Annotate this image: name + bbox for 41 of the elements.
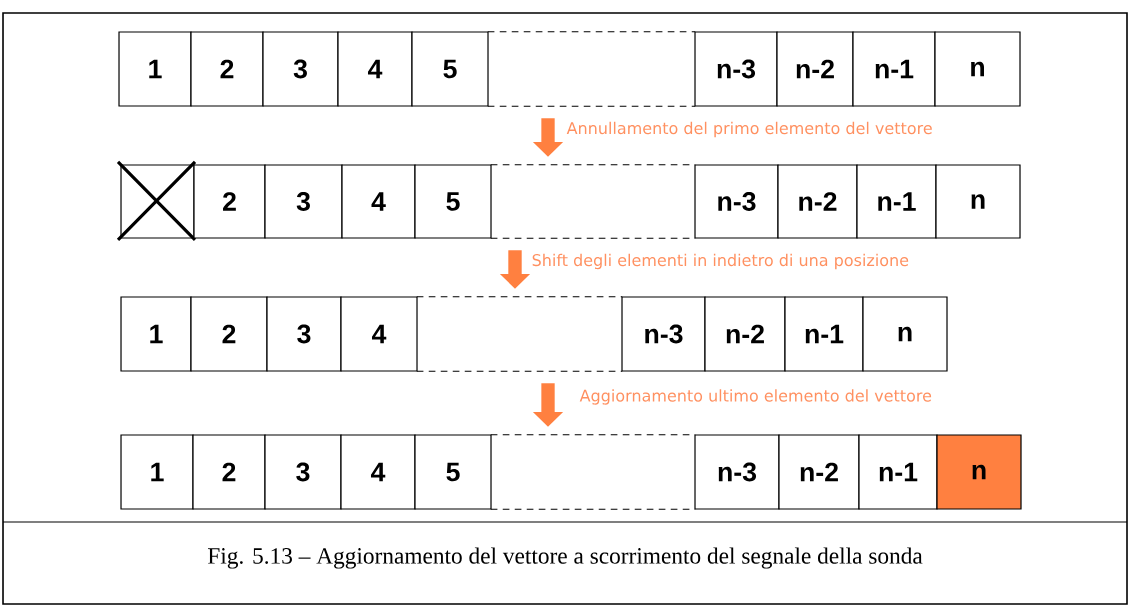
- array-cell: 4: [341, 164, 416, 239]
- array-cell: n-1: [852, 31, 936, 107]
- array-cell: n: [935, 164, 1021, 239]
- array-cell: n: [862, 296, 948, 372]
- array-cell: 5: [414, 164, 492, 239]
- array-cell: n-3: [694, 164, 779, 239]
- array-cell: 2: [190, 296, 268, 372]
- array-cell: 2: [190, 31, 264, 107]
- crossed-out-cell: [116, 160, 197, 242]
- array-cell: n-1: [784, 296, 864, 372]
- edge-label: Shift degli elementi in indietro di una posizione: [532, 253, 909, 270]
- array-cell: 3: [264, 434, 342, 510]
- array-cell: n-3: [694, 31, 778, 107]
- array-cell: n-3: [621, 296, 706, 372]
- array-cell: n-1: [856, 164, 937, 239]
- array-cell: 3: [264, 164, 343, 239]
- dashed-gap: [490, 434, 696, 510]
- array-cell: n: [936, 434, 1022, 510]
- figure-caption: Fig. 5.13 – Aggiornamento del vettore a scorrimento del segnale della sonda: [208, 547, 923, 569]
- array-cell: n: [934, 31, 1021, 107]
- array-cell: 2: [192, 434, 266, 510]
- array-cell: 1: [118, 31, 192, 107]
- array-cell: 2: [193, 164, 266, 239]
- array-cell: 4: [340, 296, 418, 372]
- array-cell: n-2: [776, 31, 854, 107]
- array-cell: 3: [262, 31, 339, 107]
- array-cell: 4: [340, 434, 416, 510]
- array-cell: 5: [414, 434, 492, 510]
- array-cell: n-2: [704, 296, 786, 372]
- edge-label: Aggiornamento ultimo elemento del vettore: [579, 389, 932, 405]
- array-cell: n-2: [778, 434, 860, 510]
- dashed-gap: [490, 164, 696, 239]
- array-cell: n-3: [694, 434, 780, 510]
- array-cell: 4: [337, 31, 413, 107]
- edge-label: Annullamento del primo elemento del vettore: [566, 121, 932, 138]
- array-cell: n-1: [858, 434, 938, 510]
- array-cell: n-2: [777, 164, 858, 239]
- array-cell: 3: [266, 296, 342, 372]
- array-cell: 1: [120, 296, 192, 372]
- array-cell: 1: [120, 434, 194, 510]
- array-cell: 5: [411, 31, 489, 107]
